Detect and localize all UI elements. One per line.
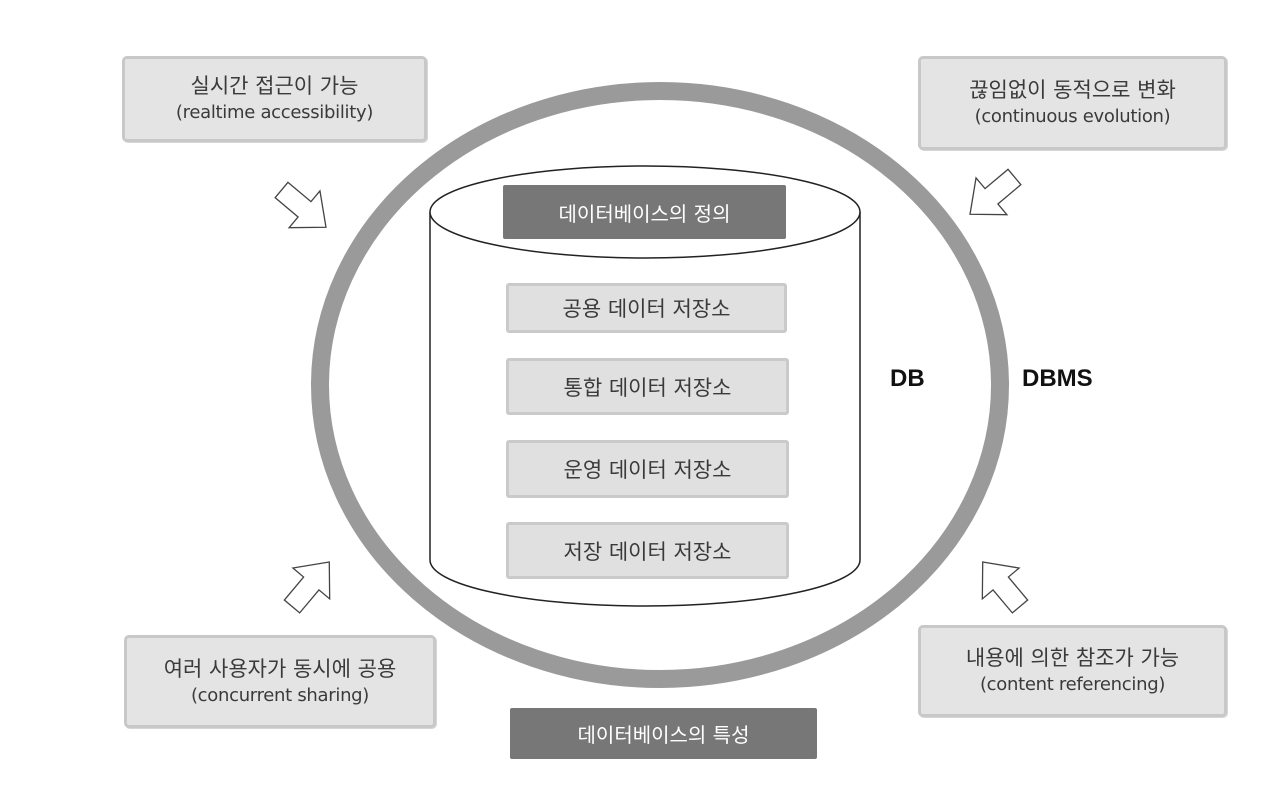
characteristic-ko-text: 여러 사용자가 동시에 공용 <box>163 656 397 681</box>
store-item-shared: 공용 데이터 저장소 <box>506 283 787 333</box>
arrow-bottom-right-icon <box>981 561 1029 614</box>
arrow-top-right-icon <box>969 168 1022 216</box>
characteristic-en-text: (content referencing) <box>979 674 1166 695</box>
characteristic-ko-text: 끊임없이 동적으로 변화 <box>969 78 1176 102</box>
store-item-stored: 저장 데이터 저장소 <box>506 522 789 579</box>
store-item-integrated: 통합 데이터 저장소 <box>506 358 789 415</box>
cylinder-title: 데이터베이스의 정의 <box>503 185 786 239</box>
dbms-label: DBMS <box>1022 365 1093 392</box>
characteristic-referencing-box: 내용에 의한 참조가 가능 (content referencing) <box>918 625 1227 717</box>
characteristic-ko-text: 내용에 의한 참조가 가능 <box>965 646 1180 670</box>
characteristic-realtime-box: 실시간 접근이 가능 (realtime accessibility) <box>122 56 427 142</box>
characteristics-title: 데이터베이스의 특성 <box>510 708 817 759</box>
characteristic-sharing-box: 여러 사용자가 동시에 공용 (concurrent sharing) <box>124 635 436 728</box>
arrow-bottom-left-icon <box>283 561 331 614</box>
characteristic-ko-text: 실시간 접근이 가능 <box>190 74 359 98</box>
arrow-top-left-icon <box>274 181 327 229</box>
characteristic-en-text: (continuous evolution) <box>974 106 1171 127</box>
characteristic-evolution-box: 끊임없이 동적으로 변화 (continuous evolution) <box>918 56 1227 150</box>
db-label: DB <box>890 365 925 392</box>
characteristic-en-text: (concurrent sharing) <box>190 684 370 706</box>
db-ring <box>311 82 1009 688</box>
characteristic-en-text: (realtime accessibility) <box>175 102 374 123</box>
store-item-operational: 운영 데이터 저장소 <box>506 440 789 498</box>
